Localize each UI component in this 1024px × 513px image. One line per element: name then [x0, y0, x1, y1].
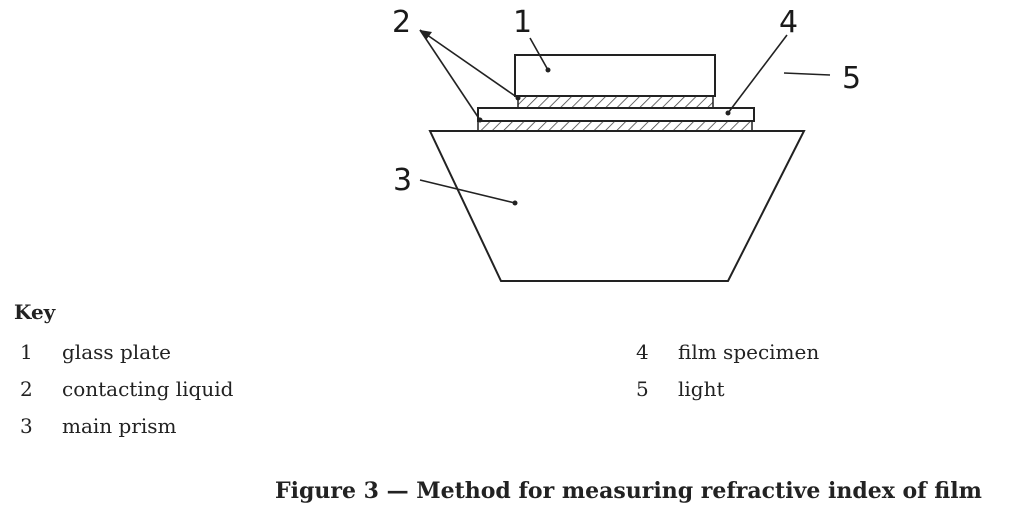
- key-item: 1 glass plate: [0, 340, 171, 364]
- leader-2b: [419, 29, 481, 121]
- callout-1: 1: [513, 5, 532, 40]
- figure-caption: Figure 3 — Method for measuring refracti…: [275, 478, 982, 504]
- key-item: 3 main prism: [0, 414, 177, 438]
- leader-5: [783, 72, 831, 76]
- refractometer-diagram: 1 2 3 4 5: [392, 5, 861, 282]
- key-title: Key: [14, 300, 56, 324]
- leader-4: [727, 34, 788, 114]
- callout-4: 4: [779, 5, 798, 40]
- key-item: 4 film specimen: [616, 340, 819, 364]
- contacting-liquid-upper: [517, 95, 714, 109]
- key-item: 2 contacting liquid: [0, 377, 233, 401]
- key-item-label: contacting liquid: [62, 377, 234, 401]
- key-item-label: film specimen: [678, 340, 820, 364]
- key-item-number: 1: [20, 340, 33, 364]
- key-item: 5 light: [616, 377, 725, 401]
- key-item-label: glass plate: [62, 340, 172, 364]
- glass-plate: [514, 54, 716, 97]
- contacting-liquid-lower: [477, 120, 753, 132]
- callout-3: 3: [393, 163, 412, 198]
- leader-3: [419, 179, 516, 204]
- callout-5: 5: [842, 61, 861, 96]
- key-item-number: 3: [20, 414, 33, 438]
- key-item-label: main prism: [62, 414, 177, 438]
- leader-2a: [419, 29, 519, 99]
- key-item-number: 2: [20, 377, 33, 401]
- key-item-label: light: [678, 377, 725, 401]
- main-prism: [428, 130, 806, 282]
- key-item-number: 4: [636, 340, 649, 364]
- callout-2: 2: [392, 5, 411, 40]
- film-specimen: [477, 107, 755, 122]
- leader-1: [529, 37, 549, 71]
- key-item-number: 5: [636, 377, 649, 401]
